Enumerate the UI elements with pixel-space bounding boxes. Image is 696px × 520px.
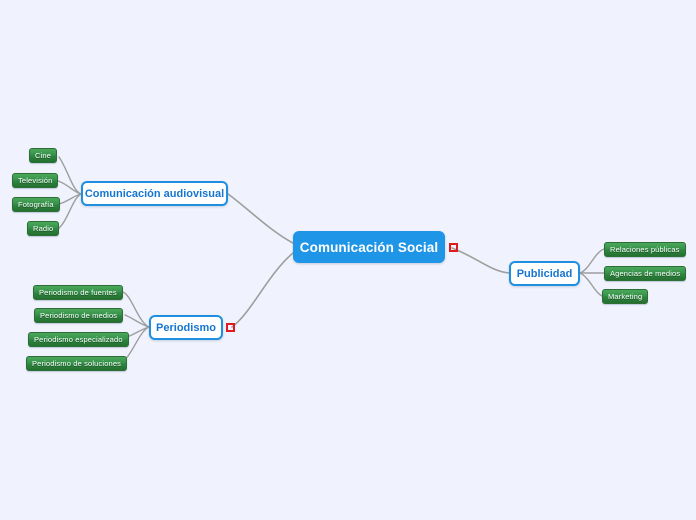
node-leaf-label-radio: Radio [33,224,54,233]
node-branch-comunicacion-audiovisual[interactable]: Comunicación audiovisual [81,181,228,206]
node-leaf-label-relaciones-publicas: Relaciones públicas [610,245,680,254]
node-leaf-marketing[interactable]: Marketing [602,289,649,304]
node-leaf-fotografia[interactable]: Fotografía [12,197,60,212]
node-leaf-label-fotografia: Fotografía [18,200,54,209]
node-leaf-label-periodismo-medios: Periodismo de medios [40,311,118,320]
connector-publicidad-relaciones [579,248,605,274]
node-branch-publicidad[interactable]: Publicidad [509,261,580,286]
node-branch-periodismo[interactable]: Periodismo [149,315,223,340]
node-root-label: Comunicación Social [299,239,439,255]
node-root-comunicacion-social[interactable]: Comunicación Social [293,231,445,263]
node-leaf-periodismo-de-soluciones[interactable]: Periodismo de soluciones [26,356,128,371]
node-leaf-label-periodismo-soluciones: Periodismo de soluciones [32,359,122,368]
collapse-marker-root[interactable] [449,243,458,252]
node-leaf-agencias-de-medios[interactable]: Agencias de medios [604,266,687,281]
connector-periodismo-fuentes [122,291,150,328]
connector-root-publicidad [451,247,510,274]
connector-root-audiovisual [227,193,294,244]
connector-audiovisual-television [57,180,82,195]
collapse-marker-periodismo[interactable] [226,323,235,332]
node-leaf-television[interactable]: Televisión [12,173,59,188]
connector-audiovisual-radio [57,193,82,230]
node-leaf-periodismo-especializado[interactable]: Periodismo especializado [28,332,129,347]
node-leaf-periodismo-de-fuentes[interactable]: Periodismo de fuentes [33,285,123,300]
node-leaf-relaciones-publicas[interactable]: Relaciones públicas [604,242,686,257]
node-leaf-radio[interactable]: Radio [27,221,60,236]
connector-audiovisual-cine [58,156,82,195]
node-branch-label-audiovisual: Comunicación audiovisual [84,187,225,200]
node-branch-label-periodismo: Periodismo [156,321,216,334]
connector-periodismo-medios [124,314,150,328]
node-leaf-label-periodismo-especializado: Periodismo especializado [34,335,123,344]
node-leaf-label-cine: Cine [35,151,52,160]
node-leaf-cine[interactable]: Cine [29,148,58,163]
node-leaf-label-agencias-de-medios: Agencias de medios [610,269,681,278]
node-leaf-label-marketing: Marketing [608,292,643,301]
node-leaf-label-television: Televisión [18,176,53,185]
node-leaf-label-periodismo-fuentes: Periodismo de fuentes [39,288,117,297]
node-branch-label-publicidad: Publicidad [516,267,573,280]
node-leaf-periodismo-de-medios[interactable]: Periodismo de medios [34,308,124,323]
connector-root-periodismo [231,252,294,328]
connector-publicidad-marketing [579,272,603,297]
connector-audiovisual-fotografia [55,193,82,206]
